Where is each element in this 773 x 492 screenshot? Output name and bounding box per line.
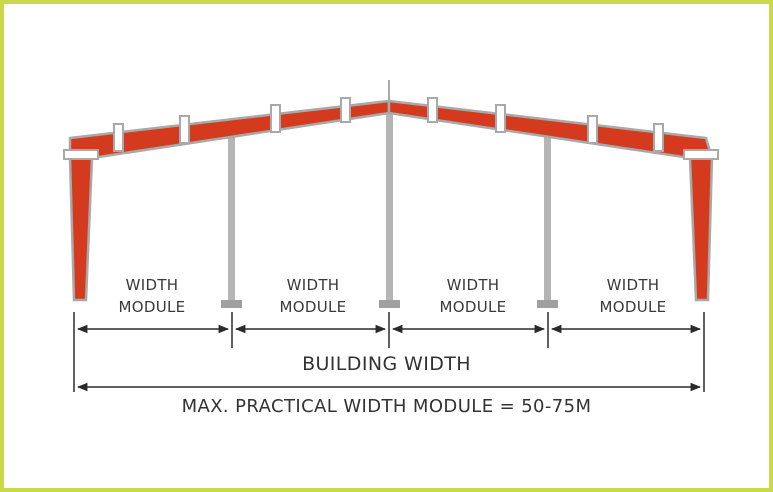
column-right <box>544 136 551 302</box>
module-label-1-line1: WIDTH <box>125 276 179 294</box>
dimension-ticks <box>73 312 705 392</box>
module-label-4-line1: WIDTH <box>606 276 660 294</box>
module-label-3-line2: MODULE <box>439 298 507 316</box>
interior-columns <box>221 112 558 308</box>
module-label-1-line2: MODULE <box>118 298 186 316</box>
module-label-4: WIDTH MODULE <box>558 274 708 318</box>
module-label-1: WIDTH MODULE <box>77 274 227 318</box>
module-label-2: WIDTH MODULE <box>238 274 388 318</box>
module-label-3-line1: WIDTH <box>446 276 500 294</box>
column-center <box>386 112 393 302</box>
splice-plates <box>63 97 719 160</box>
module-label-4-line2: MODULE <box>599 298 667 316</box>
max-width-label: MAX. PRACTICAL WIDTH MODULE = 50-75M <box>181 396 592 417</box>
column-left <box>228 136 235 302</box>
module-label-3: WIDTH MODULE <box>398 274 548 318</box>
module-label-2-line2: MODULE <box>279 298 347 316</box>
module-label-2-line1: WIDTH <box>286 276 340 294</box>
building-width-label: BUILDING WIDTH <box>302 353 471 375</box>
